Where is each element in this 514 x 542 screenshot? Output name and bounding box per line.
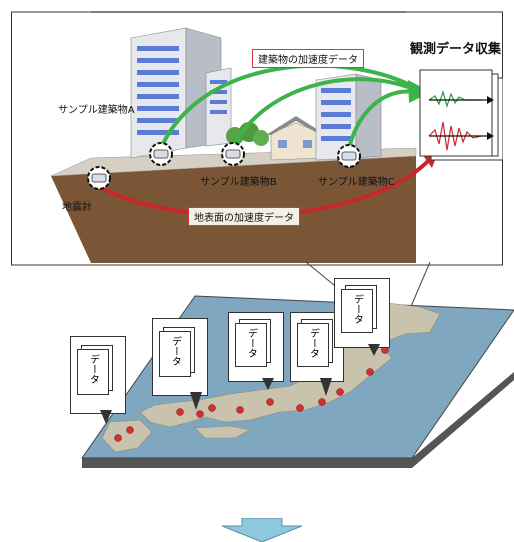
label-collection: 観測データ収集 xyxy=(410,42,502,57)
callout-tail-2 xyxy=(190,392,202,410)
data-doc-label: データ xyxy=(87,354,99,384)
callout-tail-5 xyxy=(368,344,380,356)
label-building-c: サンプル建築物C xyxy=(318,177,395,188)
data-callout-4: データ xyxy=(290,312,344,382)
callout-tail-4 xyxy=(320,378,332,396)
building-b xyxy=(266,116,326,161)
map-markers xyxy=(114,346,389,442)
building-data-arrows xyxy=(159,63,417,149)
data-doc-label: データ xyxy=(307,328,319,358)
building-mid xyxy=(205,67,232,147)
label-building-b: サンプル建築物B xyxy=(200,177,277,188)
data-callout-3: データ xyxy=(228,312,284,382)
label-building-accel: 建築物の加速度データ xyxy=(252,49,364,68)
label-ground-accel: 地表面の加速度データ xyxy=(188,207,300,226)
label-building-a: サンプル建築物A xyxy=(58,105,135,116)
waveform-documents xyxy=(419,69,504,161)
callout-tail-3 xyxy=(262,378,274,390)
data-doc-label: データ xyxy=(169,336,181,366)
data-callout-5: データ xyxy=(334,278,390,348)
top-panel xyxy=(11,8,504,266)
label-seismometer: 地震計 xyxy=(62,202,92,213)
data-doc-label: データ xyxy=(351,294,363,324)
callout-tail-1 xyxy=(100,410,112,424)
building-c xyxy=(315,73,382,161)
data-callout-1: データ xyxy=(70,336,126,414)
down-arrow xyxy=(222,518,302,542)
data-callout-2: データ xyxy=(152,318,208,396)
data-doc-label: データ xyxy=(245,328,257,358)
top-panel-canvas xyxy=(11,11,504,266)
